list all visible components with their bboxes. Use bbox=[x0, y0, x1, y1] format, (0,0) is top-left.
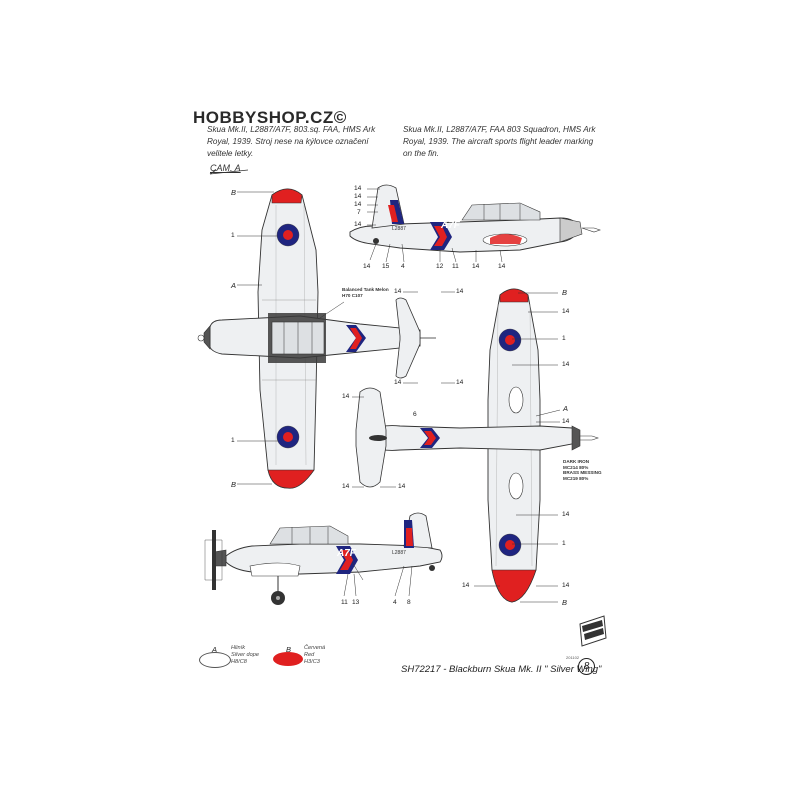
callout-1: 1 bbox=[231, 232, 235, 239]
metal-colors-note: DARK IRON MC214 80% BRASS MESSING MC219 … bbox=[563, 459, 602, 481]
callout-14: 14 bbox=[354, 193, 362, 200]
legend-key-b: B bbox=[286, 645, 292, 654]
callout-14: 14 bbox=[462, 582, 470, 589]
callout-a: A bbox=[563, 404, 569, 413]
callout-14: 14 bbox=[394, 379, 402, 386]
callout-14: 14 bbox=[562, 418, 570, 425]
callout-7: 7 bbox=[357, 209, 361, 216]
leader-lines bbox=[237, 188, 561, 603]
callout-14: 14 bbox=[498, 263, 506, 270]
top-view bbox=[197, 188, 436, 489]
code-letters-upper: A7F bbox=[441, 220, 460, 231]
callout-1: 1 bbox=[231, 437, 235, 444]
callout-b: B bbox=[562, 288, 568, 297]
page-number: 8 bbox=[578, 658, 595, 675]
caption-english: Skua Mk.II, L2887/A7F, FAA 803 Squadron,… bbox=[403, 125, 596, 158]
callout-14: 14 bbox=[562, 582, 570, 589]
callout-14: 14 bbox=[342, 393, 350, 400]
sheet-code: 201102 bbox=[566, 655, 580, 660]
callout-14: 14 bbox=[354, 221, 362, 228]
callout-1: 1 bbox=[562, 335, 566, 342]
callout-14: 14 bbox=[354, 201, 362, 208]
gunze-sangyo-logo bbox=[576, 614, 608, 648]
side-view-lower bbox=[204, 512, 443, 605]
callout-14: 14 bbox=[394, 288, 402, 295]
legend-swatch-red bbox=[273, 652, 303, 666]
callout-1: 1 bbox=[562, 540, 566, 547]
callout-15: 15 bbox=[382, 263, 390, 270]
callout-6: 6 bbox=[413, 411, 417, 418]
legend-key-a: A bbox=[212, 645, 218, 654]
camo-scheme-label: CAM. A bbox=[210, 163, 241, 173]
callout-14: 14 bbox=[363, 263, 371, 270]
legend-text-red: Červená Red H3/C3 bbox=[304, 645, 326, 665]
callout-11: 11 bbox=[452, 263, 459, 270]
bottom-view bbox=[355, 288, 599, 603]
code-letters-lower: A7F bbox=[337, 548, 356, 559]
callout-b: B bbox=[231, 188, 237, 197]
callout-14: 14 bbox=[354, 185, 362, 192]
callout-12: 12 bbox=[436, 263, 444, 270]
walkway-note: Balanced Tank Melon H70 C107 bbox=[342, 287, 389, 298]
callout-14: 14 bbox=[562, 361, 570, 368]
legend-swatch-silver bbox=[199, 652, 231, 668]
serial-lower: L2887 bbox=[392, 550, 406, 556]
legend-text-silver: Hliník Silver dope H8/C8 bbox=[231, 645, 259, 665]
callout-14: 14 bbox=[342, 483, 350, 490]
sheet-title: SH72217 - Blackburn Skua Mk. II " Silver… bbox=[401, 664, 602, 675]
callout-14: 14 bbox=[562, 308, 570, 315]
callout-13: 13 bbox=[352, 599, 360, 606]
callout-14: 14 bbox=[562, 511, 570, 518]
callout-a: A bbox=[231, 281, 237, 290]
serial-upper: L2887 bbox=[392, 226, 406, 232]
callout-14: 14 bbox=[456, 379, 464, 386]
callout-8: 8 bbox=[407, 599, 411, 606]
callout-4: 4 bbox=[401, 263, 405, 270]
callout-14: 14 bbox=[398, 483, 406, 490]
callout-11: 11 bbox=[341, 599, 348, 606]
callout-b: B bbox=[231, 480, 237, 489]
side-view-upper bbox=[349, 184, 601, 253]
callout-14: 14 bbox=[456, 288, 464, 295]
caption-czech: Skua Mk.II, L2887/A7F, 803.sq. FAA, HMS … bbox=[207, 125, 376, 158]
callout-4: 4 bbox=[393, 599, 397, 606]
callout-b: B bbox=[562, 598, 568, 607]
watermark-logo: HOBBYSHOP.CZ© bbox=[193, 108, 347, 127]
callout-14: 14 bbox=[472, 263, 480, 270]
